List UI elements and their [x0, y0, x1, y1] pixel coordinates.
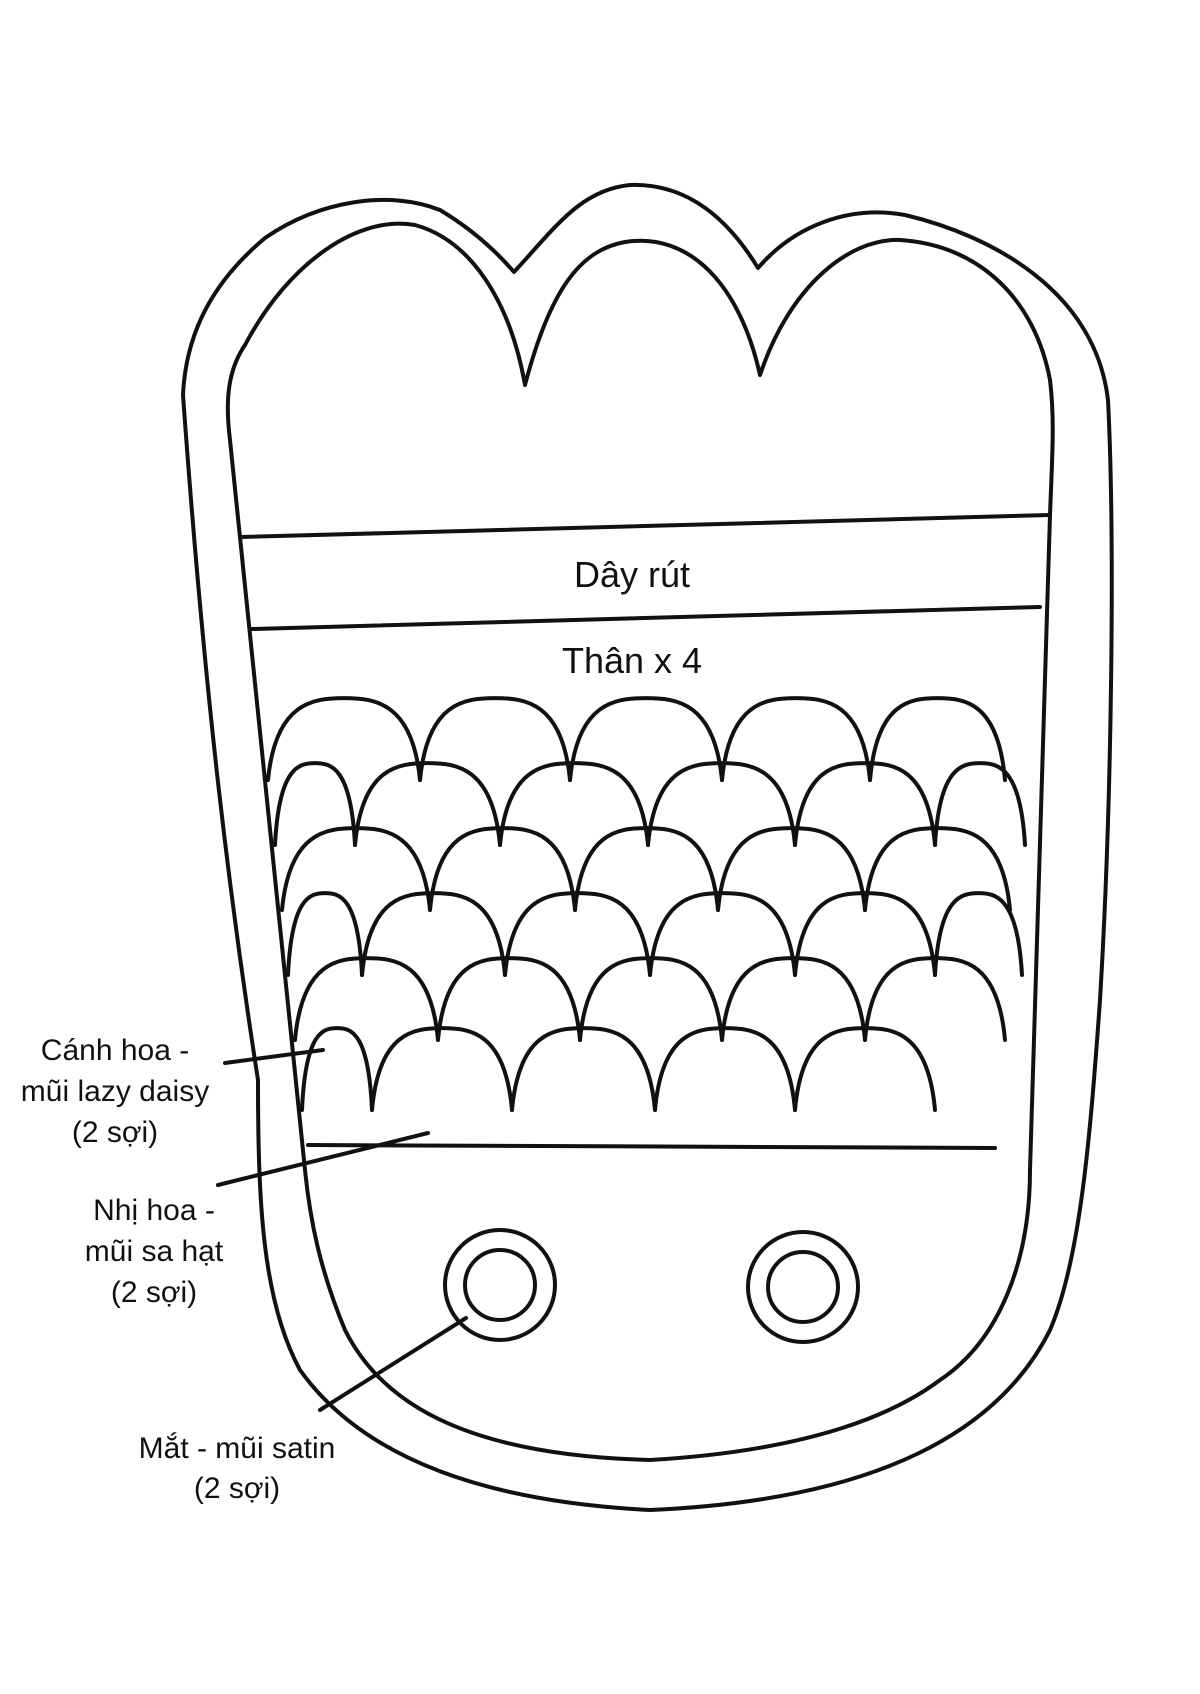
scale-arc	[720, 696, 872, 782]
petal-label-line-3: (2 sợi)	[72, 1116, 158, 1149]
scale-arc	[646, 761, 797, 847]
left-eye	[443, 1228, 557, 1342]
scale-arc	[300, 1026, 374, 1112]
scale-arc	[793, 761, 937, 847]
eye-label-line-2: (2 sợi)	[194, 1472, 280, 1505]
scales-bottom-line	[306, 1143, 997, 1150]
scale-arc	[868, 696, 1007, 782]
scale-arc	[428, 826, 577, 912]
scale-arc	[568, 696, 724, 782]
scale-arc	[933, 891, 1024, 977]
eye-label-line-1: Mắt - mũi satin	[139, 1432, 336, 1465]
scale-arc	[648, 891, 797, 977]
scale-arc	[793, 1026, 937, 1112]
scale-arc	[510, 1026, 657, 1112]
scale-arc	[716, 826, 867, 912]
stamen-label: Nhị hoa - mũi sa hạt (2 sợi)	[85, 1194, 224, 1309]
body-label: Thân x 4	[562, 640, 702, 681]
scale-arc	[653, 1026, 797, 1112]
petal-label-line-2: mũi lazy daisy	[21, 1075, 209, 1108]
outer-outline	[181, 182, 1114, 1512]
drawstring-label: Dây rút	[574, 554, 690, 595]
band-top-line	[240, 513, 1052, 539]
band-bottom-line	[250, 605, 1042, 631]
right-eye	[746, 1230, 860, 1344]
scale-arc	[286, 891, 364, 977]
scale-arc	[503, 891, 652, 977]
scale-arc	[498, 761, 650, 847]
stamen-label-line-3: (2 sợi)	[111, 1276, 197, 1309]
scale-arc	[573, 826, 720, 912]
scale-arc	[360, 891, 507, 977]
scale-arc	[293, 956, 440, 1042]
scale-arc	[863, 956, 1007, 1042]
left-eye-inner-ring	[463, 1248, 537, 1322]
eye-label: Mắt - mũi satin (2 sợi)	[139, 1432, 336, 1505]
scale-arc	[933, 761, 1027, 847]
fish-scales	[266, 696, 1027, 1112]
scale-arc	[280, 826, 432, 912]
scale-arc	[266, 696, 422, 782]
petal-leader-line	[223, 1048, 325, 1065]
petal-label: Cánh hoa - mũi lazy daisy (2 sợi)	[21, 1034, 209, 1149]
scale-arc	[720, 956, 867, 1042]
scale-arc	[418, 696, 572, 782]
stamen-leader-line	[216, 1131, 430, 1187]
right-eye-outer-ring	[746, 1230, 860, 1344]
scale-arc	[353, 761, 502, 847]
right-eye-inner-ring	[766, 1250, 840, 1324]
scale-arc	[273, 761, 357, 847]
scale-arc	[863, 826, 1012, 912]
scale-arc	[436, 956, 582, 1042]
scale-arc	[578, 956, 724, 1042]
left-eye-outer-ring	[443, 1228, 557, 1342]
petal-label-line-1: Cánh hoa -	[41, 1034, 189, 1067]
scale-arc	[793, 891, 937, 977]
eye-leader-line	[318, 1316, 468, 1412]
stamen-label-line-2: mũi sa hạt	[85, 1235, 224, 1268]
scale-arc	[370, 1026, 514, 1112]
inner-outline	[225, 221, 1055, 1462]
stamen-label-line-1: Nhị hoa -	[93, 1194, 215, 1227]
